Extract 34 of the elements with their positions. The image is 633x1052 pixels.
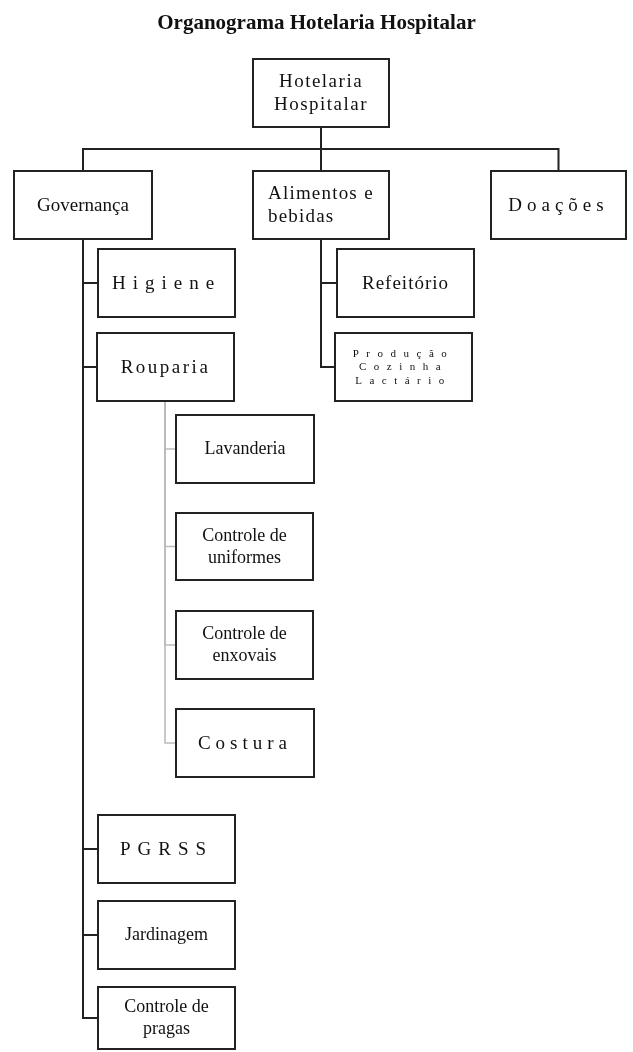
org-box (252, 170, 390, 240)
connector-line (320, 239, 335, 368)
org-box (97, 248, 236, 318)
box-label: Costura (197, 731, 293, 755)
connector-line (164, 401, 176, 744)
org-box (175, 414, 315, 484)
org-box (490, 170, 627, 240)
org-box (97, 900, 236, 970)
box-label: Jardinagem (125, 924, 208, 946)
box-label: Controle de uniformes (201, 524, 288, 569)
org-box (175, 708, 315, 778)
box-label: Controle de enxovais (201, 623, 288, 667)
box-label: Lavanderia (204, 438, 286, 460)
org-box (334, 332, 473, 402)
box-label: PGRSS (119, 837, 214, 861)
box-label: Higiene (111, 271, 222, 295)
box-label: Produção Cozinha Lactário (351, 347, 456, 387)
box-label: Alimentos e bebidas (268, 182, 374, 228)
org-box (97, 814, 236, 884)
org-box (13, 170, 153, 240)
diagram-title: Organograma Hotelaria Hospitalar (157, 10, 476, 35)
org-box (252, 58, 390, 128)
box-label: Refeitório (362, 271, 449, 295)
org-box (175, 512, 314, 581)
box-label: Doações (508, 193, 609, 217)
box-label: Governança (37, 193, 129, 217)
box-label: Controle de pragas (123, 996, 210, 1040)
box-label: Hotelaria Hospitalar (272, 70, 370, 116)
box-label: Rouparia (120, 355, 211, 379)
org-box (97, 986, 236, 1050)
connector-line (320, 127, 560, 171)
org-box (96, 332, 235, 402)
org-box (336, 248, 475, 318)
org-box (175, 610, 314, 680)
